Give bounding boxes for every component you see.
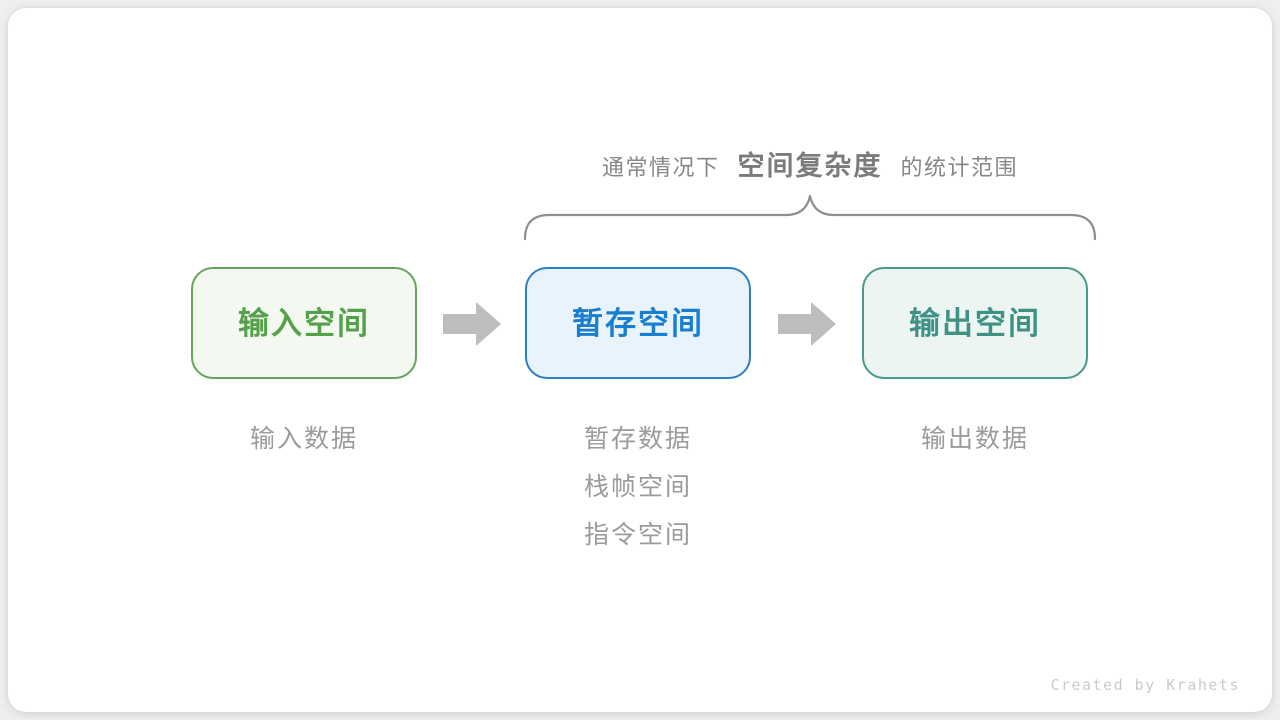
credit-text: Created by Krahets — [1050, 676, 1240, 694]
arrow-right-icon — [443, 302, 501, 346]
box-input-space: 输入空间 — [191, 267, 417, 379]
arrow-right-icon — [778, 302, 836, 346]
sublabel-output-data: 输出数据 — [920, 425, 1029, 453]
box-output-space-label: 输出空间 — [909, 305, 1041, 341]
box-buffer-space: 暂存空间 — [525, 267, 751, 379]
sublabel-buffer-data: 暂存数据 — [583, 425, 692, 453]
sublabel-input-data: 输入数据 — [249, 425, 358, 453]
box-output-space: 输出空间 — [862, 267, 1088, 379]
caption: 通常情况下 空间复杂度 的统计范围 — [523, 144, 1097, 182]
sublabel-buffer-list: 暂存数据 栈帧空间 指令空间 — [525, 424, 751, 550]
caption-prefix: 通常情况下 — [601, 155, 720, 180]
caption-suffix: 的统计范围 — [900, 155, 1019, 180]
curly-brace-icon — [523, 194, 1097, 241]
box-buffer-space-label: 暂存空间 — [572, 305, 704, 341]
sublabel-instruction-space: 指令空间 — [583, 521, 692, 549]
caption-highlight: 空间复杂度 — [737, 151, 883, 181]
box-input-space-label: 输入空间 — [238, 305, 370, 341]
sublabel-stack-frame-space: 栈帧空间 — [583, 473, 692, 501]
